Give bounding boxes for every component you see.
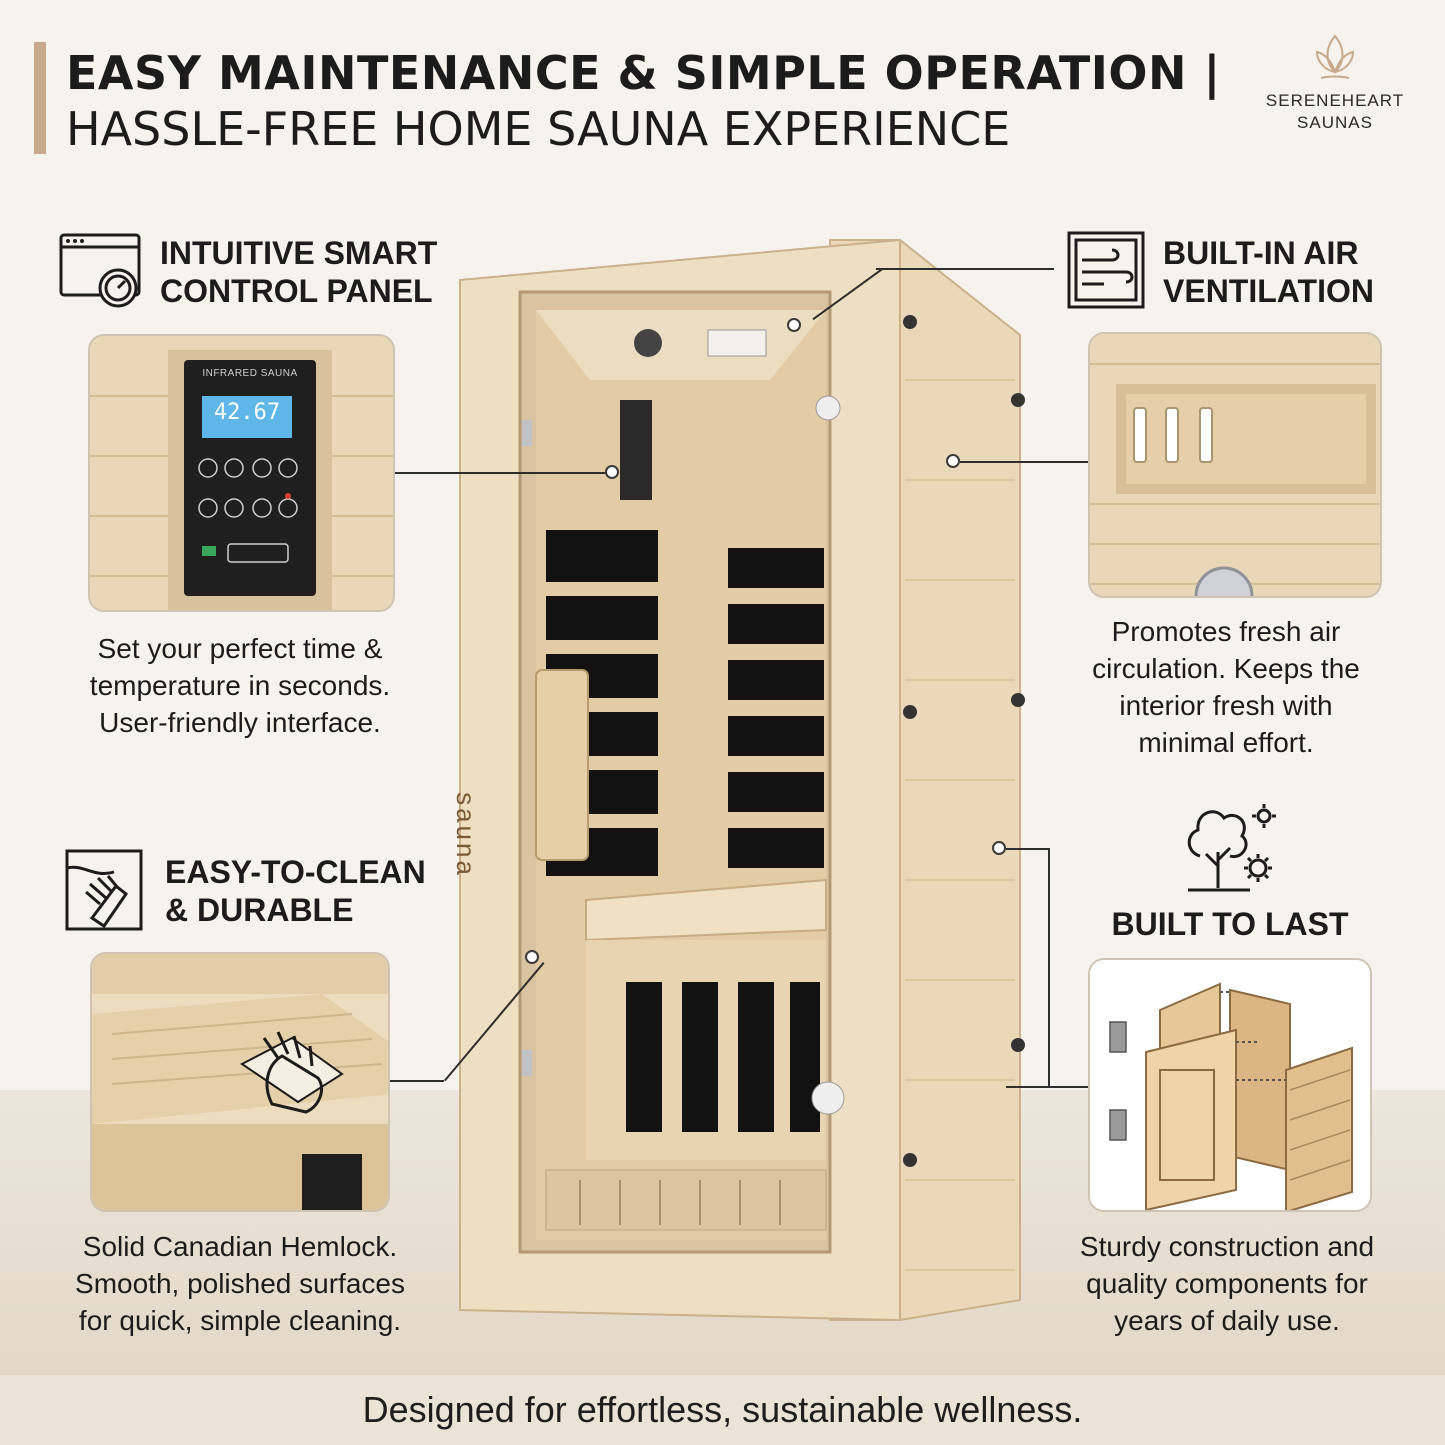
easy-clean-callout-dot (525, 950, 539, 964)
side-vent-callout-dot (946, 454, 960, 468)
headline-line-2: HASSLE-FREE HOME SAUNA EXPERIENCE (66, 102, 1011, 156)
sauna-backrest-label: sauna (451, 792, 481, 878)
side-vent-callout-line (960, 461, 1088, 463)
ventilation-desc-line-3: interior fresh with (1119, 690, 1333, 721)
built-to-last-callout-line (1006, 848, 1050, 1088)
control-panel-desc-line-2: temperature in seconds. (89, 670, 391, 701)
control-panel-callout-dot (605, 465, 619, 479)
built-to-last-desc-line-2: quality components for (1086, 1268, 1368, 1299)
tree-gear-icon (1187, 804, 1276, 892)
ventilation-callout-line-h (876, 268, 1054, 270)
air-vent-icon (1067, 231, 1145, 309)
control-panel-desc-line-1: Set your perfect time & (97, 633, 383, 664)
control-panel-title-line-1: INTUITIVE SMART (160, 235, 438, 271)
control-panel-desc-line-3: User-friendly interface. (99, 707, 381, 738)
panel-label: INFRARED SAUNA (202, 368, 298, 379)
built-to-last-callout-dot (992, 841, 1006, 855)
control-panel-photo: INFRARED SAUNA 42.67 (88, 334, 395, 612)
easy-clean-desc-line-1: Solid Canadian Hemlock. (82, 1231, 398, 1262)
wipe-hand-icon (65, 849, 143, 931)
easy-clean-desc-line-2: Smooth, polished surfaces (75, 1268, 405, 1299)
built-to-last-desc-line-1: Sturdy construction and (1079, 1231, 1375, 1262)
easy-clean-photo (90, 952, 390, 1212)
ventilation-desc-line-2: circulation. Keeps the (1092, 653, 1360, 684)
ventilation-title-line-2: VENTILATION (1163, 273, 1374, 309)
ventilation-desc-line-1: Promotes fresh air (1111, 616, 1341, 647)
easy-clean-callout-line-h (390, 1080, 444, 1082)
ventilation-photo (1088, 332, 1382, 598)
built-to-last-photo (1088, 958, 1372, 1212)
control-panel-title-line-2: CONTROL PANEL (160, 273, 433, 309)
easy-clean-title-line-2: & DURABLE (165, 892, 354, 928)
control-panel-icon (59, 233, 141, 308)
brand-logo: SERENEHEART SAUNAS (1245, 32, 1425, 134)
built-to-last-desc-line-3: years of daily use. (1114, 1305, 1340, 1336)
built-to-last-title: BUILT TO LAST (1111, 906, 1349, 942)
panel-display: 42.67 (213, 400, 281, 425)
easy-clean-desc-line-3: for quick, simple cleaning. (78, 1305, 402, 1336)
built-to-last-callout-tail (1050, 1086, 1088, 1088)
headline-line-1: EASY MAINTENANCE & SIMPLE OPERATION | (66, 46, 1221, 100)
ventilation-ceiling-dot (787, 318, 801, 332)
ventilation-desc-line-4: minimal effort. (1138, 727, 1314, 758)
ventilation-title-line-1: BUILT-IN AIR (1163, 235, 1359, 271)
sauna-cabin-illustration (459, 238, 1025, 1322)
easy-clean-title-line-1: EASY-TO-CLEAN (165, 854, 426, 890)
footer-tagline: Designed for effortless, sustainable wel… (0, 1375, 1445, 1445)
brand-name-line-1: SERENEHEART (1265, 91, 1405, 110)
headline-accent-bar (34, 42, 46, 154)
brand-name-line-2: SAUNAS (1297, 113, 1373, 132)
control-panel-callout-line (395, 472, 612, 474)
lotus-icon (1315, 34, 1355, 79)
